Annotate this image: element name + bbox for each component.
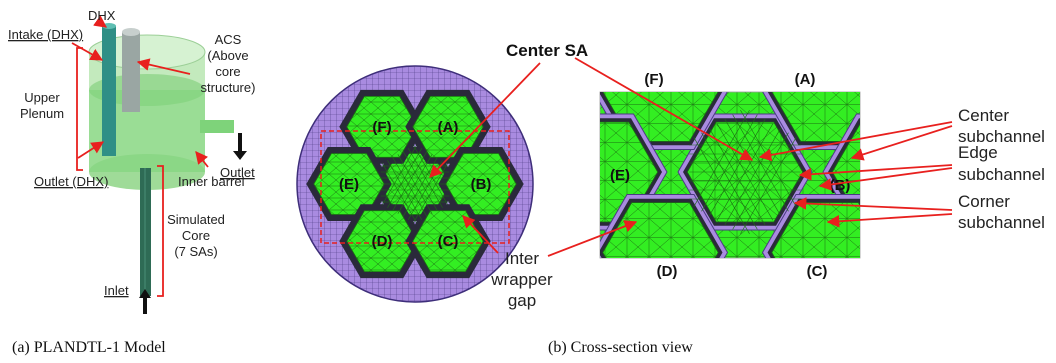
inlet-label: Inlet	[104, 283, 129, 298]
corner-subchannel-arrow-2	[826, 213, 953, 228]
circle-sa-label-a: (A)	[438, 119, 459, 136]
zoom-sa-label-d: (D)	[657, 263, 678, 280]
center-subchannel-arrow-2	[850, 125, 953, 161]
panel-b-zoom: (F) (A) (E) (B) (D) (C)	[599, 71, 861, 280]
edge-subchannel-label-line1: Edge	[958, 143, 998, 162]
inter-wrapper-arrow-right	[547, 220, 638, 257]
inter-wrapper-label-line2: wrapper	[490, 270, 553, 289]
edge-subchannel-arrow-1	[798, 164, 953, 181]
outlet-arrow	[233, 133, 247, 160]
circle-sa-label-b: (B)	[471, 176, 492, 193]
panel-b-circle: (F) (A) (E) (B) (D) (C)	[296, 65, 534, 303]
zoom-sa-label-f: (F)	[644, 71, 663, 88]
simulated-core-label-line1: Simulated	[167, 212, 225, 227]
center-subchannel-label-line2: subchannel	[958, 127, 1045, 146]
inner-barrel-label: Inner barrel	[178, 174, 245, 189]
inner-barrel-arrow	[195, 151, 209, 168]
acs-arrow	[136, 58, 191, 75]
inlet-arrow	[139, 289, 151, 314]
center-subchannel-label-line1: Center	[958, 106, 1009, 125]
panel-a: DHX Intake (DHX) ACS (Above core structu…	[8, 8, 255, 356]
acs-label-line3: core	[215, 64, 240, 79]
zoom-sa-label-a: (A)	[795, 71, 816, 88]
circle-sa-label-e: (E)	[339, 176, 359, 193]
corner-subchannel-arrow-1	[793, 197, 953, 211]
dhx-arrow	[93, 15, 108, 28]
center-sa-arrow-left	[429, 62, 541, 178]
simulated-core-label-line2: Core	[182, 228, 210, 243]
outlet-pipe	[200, 120, 234, 133]
corner-subchannel-label-line1: Corner	[958, 192, 1010, 211]
outlet-dhx-arrow	[77, 141, 105, 159]
zoom-sa-label-b: (B)	[830, 177, 851, 194]
dhx-label: DHX	[88, 8, 116, 23]
inter-wrapper-label-line3: gap	[508, 291, 536, 310]
zoom-sa-label-e: (E)	[610, 167, 630, 184]
center-sa-label: Center SA	[506, 41, 588, 60]
edge-subchannel-arrow-2	[818, 167, 953, 191]
circle-sa-label-f: (F)	[372, 119, 391, 136]
center-subchannel-arrow-1	[758, 121, 953, 162]
center-sa-arrow-right	[574, 57, 754, 161]
acs-label-line1: ACS	[215, 32, 242, 47]
upper-plenum-label-line1: Upper	[24, 90, 60, 105]
intake-arrow	[71, 42, 104, 61]
corner-subchannel-label-line2: subchannel	[958, 213, 1045, 232]
acs-label-line2: (Above	[207, 48, 248, 63]
caption-b: (b) Cross-section view	[548, 339, 693, 356]
outlet-label: Outlet	[220, 165, 255, 180]
annotations: Center SA Inter wrapper gap Center subch…	[429, 41, 1045, 356]
dhx-tube	[102, 26, 116, 156]
caption-a: (a) PLANDTL-1 Model	[12, 339, 166, 356]
zoom-sa-label-c: (C)	[807, 263, 828, 280]
circle-sa-label-d: (D)	[372, 233, 393, 250]
simulated-core-bracket	[157, 165, 164, 297]
outlet-dhx-label: Outlet (DHX)	[34, 174, 108, 189]
intake-dhx-label: Intake (DHX)	[8, 27, 83, 42]
inter-wrapper-arrow-left	[462, 215, 499, 254]
simulated-core-label-line3: (7 SAs)	[174, 244, 217, 259]
edge-subchannel-label-line2: subchannel	[958, 165, 1045, 184]
upper-plenum-label-line2: Plenum	[20, 106, 64, 121]
zoom-region-box	[320, 130, 510, 244]
acs-label-line4: structure)	[201, 80, 256, 95]
zoom-subassembly-D	[602, 202, 719, 258]
upper-plenum-bracket	[76, 47, 83, 171]
inter-wrapper-label-line1: Inter	[505, 249, 539, 268]
circle-sa-label-c: (C)	[438, 233, 459, 250]
acs-column	[122, 32, 140, 112]
